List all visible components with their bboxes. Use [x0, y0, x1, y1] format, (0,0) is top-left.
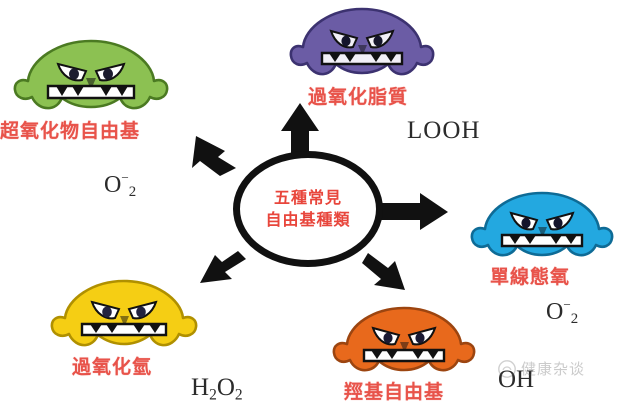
- arrow-up: [281, 103, 319, 156]
- watermark-text: 健康杂谈: [521, 360, 586, 378]
- formula-singlet-oxygen: O−2: [546, 297, 578, 328]
- formula-singlet-symbol: O: [546, 298, 564, 325]
- center-label-line1: 五種常見: [273, 188, 342, 207]
- formula-singlet-charge: −: [563, 297, 571, 312]
- formula-superoxide-sub: 2: [128, 184, 137, 201]
- formula-lipid-peroxide: LOOH: [407, 117, 481, 144]
- monster-orange-icon: [332, 306, 476, 372]
- node-singlet-oxygen[interactable]: 單線態氧: [468, 190, 616, 288]
- formula-h2o2-sub2: 2: [234, 386, 243, 404]
- node-lipid-peroxide[interactable]: 過氧化脂質: [288, 6, 436, 108]
- formula-h2o2-h: H: [191, 374, 210, 401]
- monster-blue-icon: [470, 191, 614, 257]
- center-node: 五種常見 自由基種類: [233, 151, 383, 267]
- formula-h2o2-sub1: 2: [209, 386, 217, 404]
- formula-superoxide: O−2: [104, 170, 136, 201]
- formula-superoxide-charge: −: [121, 170, 129, 185]
- circle-logo-icon: [498, 359, 516, 378]
- formula-singlet-sub: 2: [570, 311, 579, 328]
- label-hydrogen-peroxide: 過氧化氫: [72, 356, 153, 378]
- node-superoxide[interactable]: 超氧化物自由基: [0, 38, 170, 142]
- monster-purple-icon: [289, 7, 435, 76]
- center-label: 五種常見 自由基種類: [233, 151, 383, 267]
- monster-green-icon: [13, 39, 169, 110]
- watermark: 健康杂谈: [497, 358, 585, 379]
- label-singlet-oxygen: 單線態氧: [490, 266, 571, 288]
- formula-h2o2-o: O: [216, 374, 235, 401]
- center-label-line2: 自由基種類: [265, 210, 351, 229]
- arrow-up-left: [192, 136, 236, 176]
- formula-hydroxyl: OH: [498, 366, 535, 393]
- label-superoxide: 超氧化物自由基: [0, 120, 141, 142]
- center-oval-outline: [233, 151, 383, 267]
- formula-hydrogen-peroxide: H2O2: [191, 374, 243, 404]
- label-lipid-peroxide: 過氧化脂質: [308, 86, 409, 108]
- node-hydrogen-peroxide[interactable]: 過氧化氫: [48, 278, 200, 378]
- monster-yellow-icon: [50, 279, 198, 347]
- node-hydroxyl-radical[interactable]: 羥基自由基: [330, 305, 478, 403]
- formula-superoxide-symbol: O: [104, 171, 122, 198]
- arrow-right: [380, 193, 448, 230]
- label-hydroxyl-radical: 羥基自由基: [344, 381, 445, 403]
